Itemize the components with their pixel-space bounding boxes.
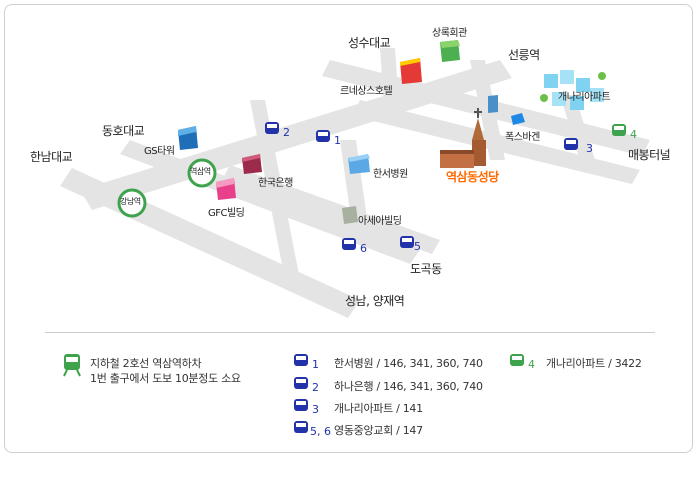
legend-bus-route: 하나은행 / 146, 341, 360, 740 [334, 380, 483, 393]
green-bus-icon [612, 124, 626, 136]
legend-bus-route: 영동중앙교회 / 147 [334, 424, 423, 437]
legend-subway-line2: 1번 출구에서 도보 10분정도 소요 [90, 372, 241, 385]
subway-train-icon [63, 354, 81, 377]
bus-stop-number: 2 [283, 126, 290, 139]
legend-bus-route: 개나리아파트 / 3422 [546, 357, 642, 370]
building-icon [511, 113, 525, 125]
road-label-dogok-dong: 도곡동 [410, 262, 442, 276]
legend-bus-route: 한서병원 / 146, 341, 360, 740 [334, 357, 483, 370]
road-label-seongnam-yangjae: 성남, 양재역 [345, 294, 405, 308]
road-vert-3 [340, 140, 370, 240]
subway-station-icon [187, 158, 217, 188]
landmark-gaenari-apartment: 개나리아파트 [558, 92, 611, 103]
landmark-yeoksam-cathedral: 역삼동성당 [446, 170, 499, 184]
building-icon [400, 58, 422, 84]
legend-bus-stop-number: 4 [528, 358, 535, 371]
legend-bus-route: 개나리아파트 / 141 [334, 402, 423, 415]
road-label-maebong-tunnel: 매봉터널 [628, 148, 671, 162]
road-to-nambu [60, 168, 360, 318]
landmark-gfc-building: GFC빌딩 [208, 208, 245, 219]
landmark-gs-tower: GS타워 [144, 146, 175, 157]
station-label-gangnam: 강남역 [120, 197, 141, 206]
road-label-seolleung-station: 선릉역 [508, 48, 540, 62]
building-icon [242, 154, 262, 174]
station-label-yeoksam: 역삼역 [190, 167, 211, 176]
landmark-hanseo-hospital: 한서병원 [373, 169, 408, 180]
road-label-hannam-bridge: 한남대교 [30, 150, 73, 164]
landmark-renaissance-hotel: 르네상스호텔 [340, 86, 393, 97]
road-label-dongho-bridge: 동호대교 [102, 124, 145, 138]
bus-stop-number: 6 [360, 242, 367, 255]
road-vert-2 [470, 60, 505, 160]
building-icon [178, 126, 198, 150]
green-bus-icon [510, 354, 524, 366]
road-vert-4 [560, 95, 595, 160]
legend-bus-stop-number: 3 [312, 403, 319, 416]
bus-icon [294, 354, 308, 366]
building-icon [440, 40, 460, 62]
legend-divider [45, 332, 655, 333]
bus-stop-number: 1 [334, 134, 341, 147]
bus-stop-number: 3 [586, 142, 593, 155]
landmark-bank-of-korea: 한국은행 [258, 178, 293, 189]
building-icon [488, 95, 498, 113]
road-seongsu [380, 48, 400, 120]
bus-stop-number: 4 [630, 128, 637, 141]
bus-icon [265, 122, 279, 134]
building-icon [216, 178, 236, 200]
legend-bus-stop-number: 1 [312, 358, 319, 371]
bus-icon [294, 377, 308, 389]
bus-icon [316, 130, 330, 142]
subway-station-icon [117, 188, 147, 218]
bus-icon [342, 238, 356, 250]
legend-bus-stop-number: 5, 6 [310, 425, 331, 438]
building-icon [342, 206, 358, 224]
bus-icon [294, 399, 308, 411]
legend-subway-line1: 지하철 2호선 역삼역하차 [90, 357, 202, 370]
church-icon [440, 108, 486, 168]
bus-icon [294, 421, 308, 433]
bus-stop-number: 5 [414, 240, 421, 253]
bus-icon [400, 236, 414, 248]
road-vert-5 [250, 100, 300, 280]
legend-bus-stop-number: 2 [312, 381, 319, 394]
landmark-sangnok-hall: 상록회관 [432, 28, 467, 39]
road-label-seongsu-bridge: 성수대교 [348, 36, 391, 50]
apartment-complex-icon [540, 70, 606, 110]
landmark-volkswagen: 폭스바겐 [505, 132, 540, 143]
bus-icon [564, 138, 578, 150]
building-icon [348, 154, 370, 174]
landmark-asia-building: 아세아빌딩 [358, 216, 402, 227]
